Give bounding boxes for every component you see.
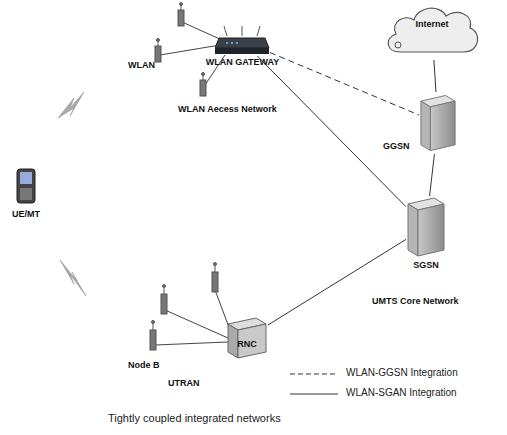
region-label: UTRAN [168, 378, 200, 388]
wlan-gateway: WLAN GATEWAY [200, 22, 285, 78]
sgsn-server-icon [406, 196, 446, 258]
region-label: Node B [128, 360, 160, 370]
user-equipment-icon [16, 168, 36, 204]
connector [270, 53, 419, 115]
legend-solid-sample [290, 394, 338, 395]
nodeb-links [155, 290, 230, 345]
node-label: RNC [237, 340, 257, 350]
legend-text: WLAN-GGSN Integration [346, 367, 458, 378]
rnc-box-icon [226, 316, 268, 360]
legend-dashed-sample [290, 374, 338, 375]
region-label: WLAN Aecess Network [178, 104, 277, 114]
connector [257, 56, 406, 207]
ggsn-server-icon [419, 92, 457, 154]
region-label: UMTS Core Network [372, 296, 459, 306]
node-label: WLAN GATEWAY [206, 58, 280, 68]
node-b-antennas [150, 263, 218, 351]
wlan-gateway-icon [215, 26, 270, 56]
connector [430, 154, 435, 196]
connector [434, 60, 436, 92]
region-label: WLAN [128, 60, 155, 70]
sgsn-server: SGSN [398, 196, 454, 274]
rnc-box: RNC [226, 316, 268, 360]
legend-text: WLAN-SGAN Integration [346, 387, 457, 398]
node-label: Internet [415, 20, 448, 30]
node-label: SGSN [413, 261, 439, 271]
access-points [155, 3, 206, 97]
internet-cloud: Internet [382, 2, 482, 60]
ggsn-server: GGSN [383, 92, 459, 158]
node-label: UE/MT [12, 210, 40, 220]
user-equipment: UE/MT [4, 168, 48, 224]
caption: Tightly coupled integrated networks [108, 412, 281, 424]
node-label: GGSN [383, 142, 410, 152]
connector [268, 239, 406, 325]
radio-link [58, 92, 86, 296]
internet-cloud-icon [382, 2, 482, 60]
